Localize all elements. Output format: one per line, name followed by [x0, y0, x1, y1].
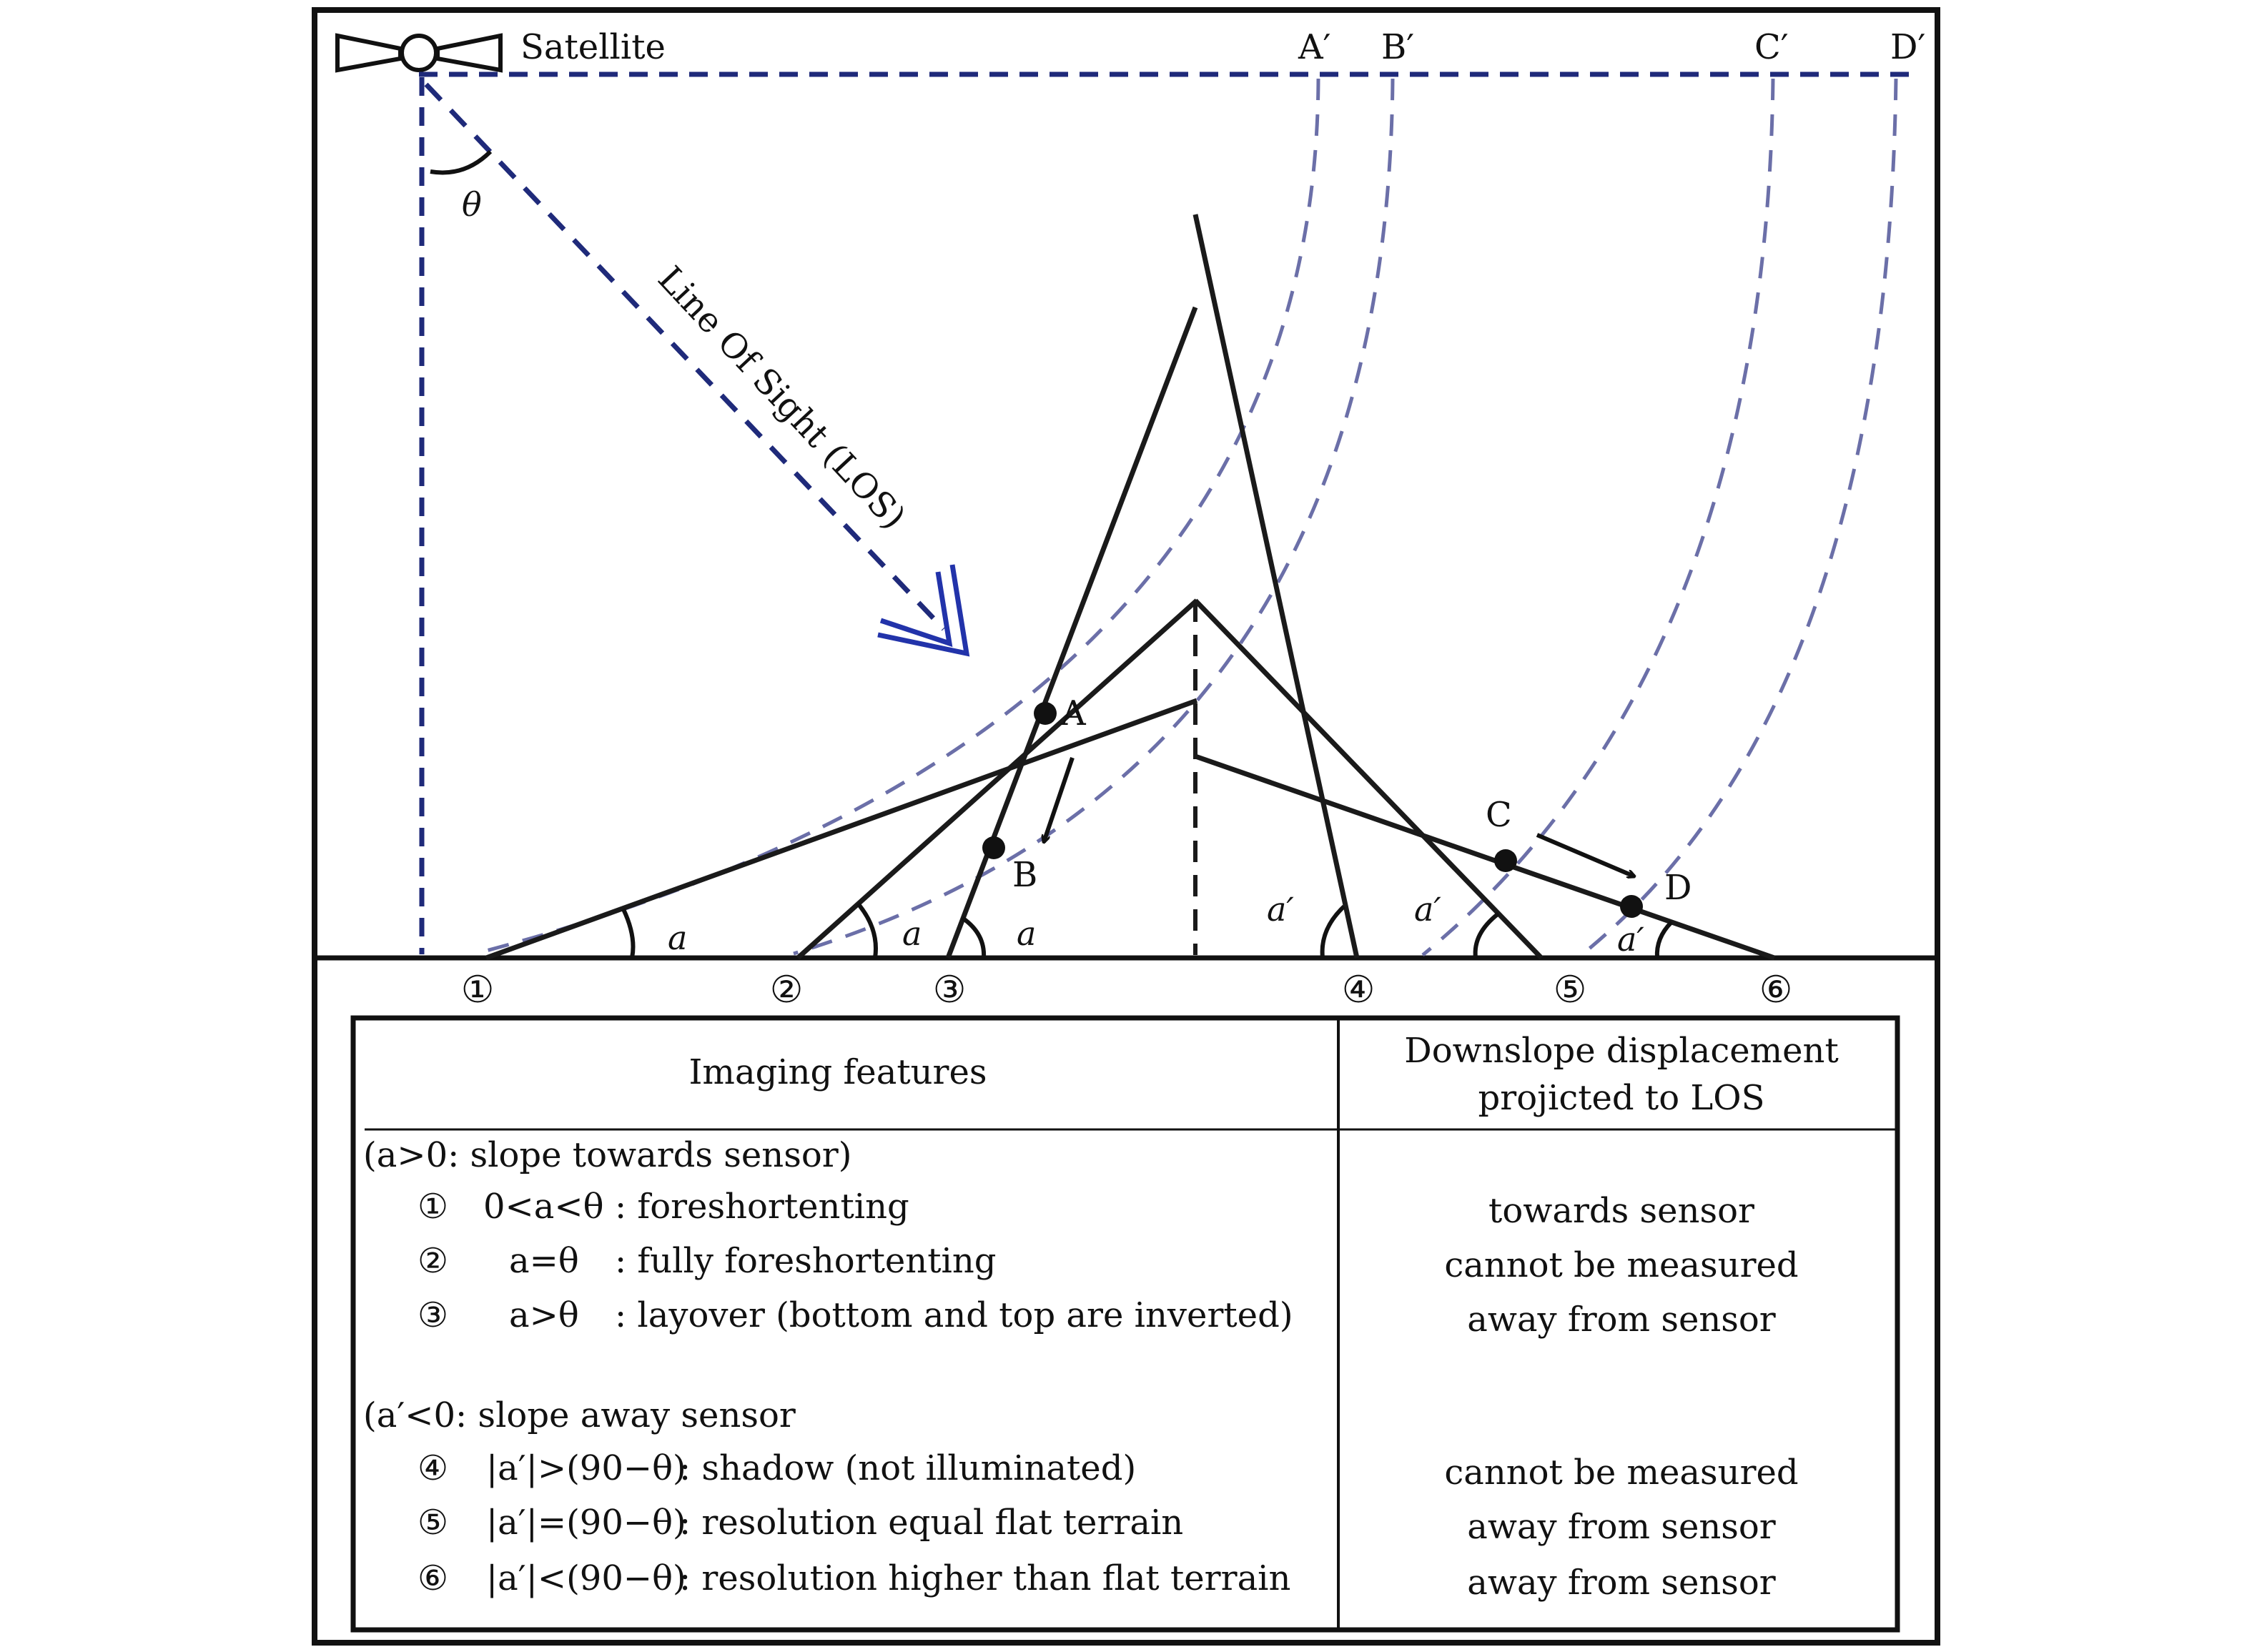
table-header-features: Imaging features [688, 1052, 987, 1092]
row-2-los: cannot be measured [1444, 1245, 1798, 1285]
ref-point-a-prime: A′ [1298, 27, 1331, 67]
group-away-title: (a′<0: slope away sensor [363, 1395, 796, 1435]
angle-arc-2 [856, 902, 878, 959]
range-arc-a [485, 78, 1320, 953]
row-1-feature: : foreshortenting [615, 1187, 909, 1227]
angle-label-3: a [1017, 914, 1036, 953]
row-1-condition: 0<a<θ [483, 1187, 604, 1227]
displacement-arrow-ab [1044, 757, 1075, 842]
row-6-marker: ⑥ [418, 1558, 448, 1598]
row-5-marker: ⑤ [418, 1503, 448, 1543]
table-header-los-line1: Downslope displacement [1404, 1031, 1838, 1071]
los-line [424, 82, 946, 631]
slope-marker-4: ④ [1342, 969, 1376, 1012]
angle-label-6: a′ [1617, 920, 1644, 959]
row-5-los: away from sensor [1467, 1507, 1776, 1547]
slope-2 [796, 598, 1199, 960]
theta-label: θ [462, 185, 482, 224]
row-5-feature: : resolution equal flat terrain [679, 1503, 1183, 1543]
range-arc-d [1580, 78, 1898, 956]
angle-label-4: a′ [1267, 890, 1294, 929]
ref-point-b-prime: B′ [1381, 27, 1414, 67]
row-6-feature: : resolution higher than flat terrain [679, 1558, 1290, 1598]
point-c [1494, 849, 1517, 872]
slope-marker-5: ⑤ [1554, 969, 1587, 1012]
point-d [1620, 895, 1643, 918]
group-towards-title: (a>0: slope towards sensor) [363, 1135, 851, 1175]
row-6-los: away from sensor [1467, 1563, 1776, 1603]
satellite-icon [335, 33, 503, 73]
angle-label-1: a [668, 919, 687, 957]
slope-marker-1: ① [461, 969, 495, 1012]
row-4-marker: ④ [418, 1448, 448, 1488]
point-a [1034, 702, 1057, 725]
point-b-label: B [1012, 855, 1037, 895]
angle-label-2: a [902, 914, 922, 953]
ref-point-c-prime: C′ [1754, 27, 1789, 67]
range-arc-b [793, 78, 1395, 956]
angle-arc-3 [961, 916, 987, 959]
ref-point-d-prime: D′ [1890, 27, 1925, 67]
point-d-label: D [1664, 868, 1692, 908]
angle-arc-5 [1473, 911, 1500, 959]
slope-1 [485, 698, 1198, 961]
slope-marker-2: ② [770, 969, 804, 1012]
point-a-label: A [1060, 693, 1087, 733]
los-arrow-icon [877, 564, 970, 657]
row-1-marker: ① [418, 1187, 448, 1227]
slope-6 [1194, 753, 1776, 961]
point-b [982, 836, 1005, 859]
los-label: Line Of Sight (LOS) [650, 259, 913, 537]
point-c-label: C [1486, 795, 1512, 835]
slope-marker-6: ⑥ [1759, 969, 1793, 1012]
row-4-condition: |a′|>(90−θ) [486, 1448, 686, 1488]
table-header-los-line2: projicted to LOS [1478, 1078, 1765, 1118]
feature-table-frame [350, 1015, 1900, 1633]
row-2-feature: : fully foreshortenting [615, 1241, 996, 1281]
row-3-los: away from sensor [1467, 1300, 1776, 1340]
angle-arc-6 [1654, 920, 1674, 959]
slope-marker-3: ③ [933, 969, 967, 1012]
row-2-condition: a=θ [509, 1241, 579, 1281]
outer-frame [312, 7, 1940, 1646]
row-3-marker: ③ [418, 1295, 448, 1335]
row-2-marker: ② [418, 1241, 448, 1281]
row-3-feature: : layover (bottom and top are inverted) [615, 1295, 1293, 1335]
row-6-condition: |a′|<(90−θ) [486, 1558, 686, 1598]
displacement-arrow-cd [1536, 833, 1634, 876]
theta-arc [430, 149, 493, 175]
satellite-label: Satellite [520, 27, 666, 67]
row-4-los: cannot be measured [1444, 1453, 1798, 1493]
row-3-condition: a>θ [509, 1295, 579, 1335]
range-arc-c [1421, 78, 1775, 956]
angle-label-5: a′ [1414, 890, 1441, 929]
row-4-feature: : shadow (not illuminated) [679, 1448, 1136, 1488]
angle-arc-1 [621, 908, 636, 959]
slope-5 [1193, 598, 1544, 960]
row-1-los: towards sensor [1488, 1191, 1754, 1231]
row-5-condition: |a′|=(90−θ) [486, 1503, 686, 1543]
angle-arc-4 [1320, 904, 1346, 959]
slope-4 [1192, 214, 1360, 959]
